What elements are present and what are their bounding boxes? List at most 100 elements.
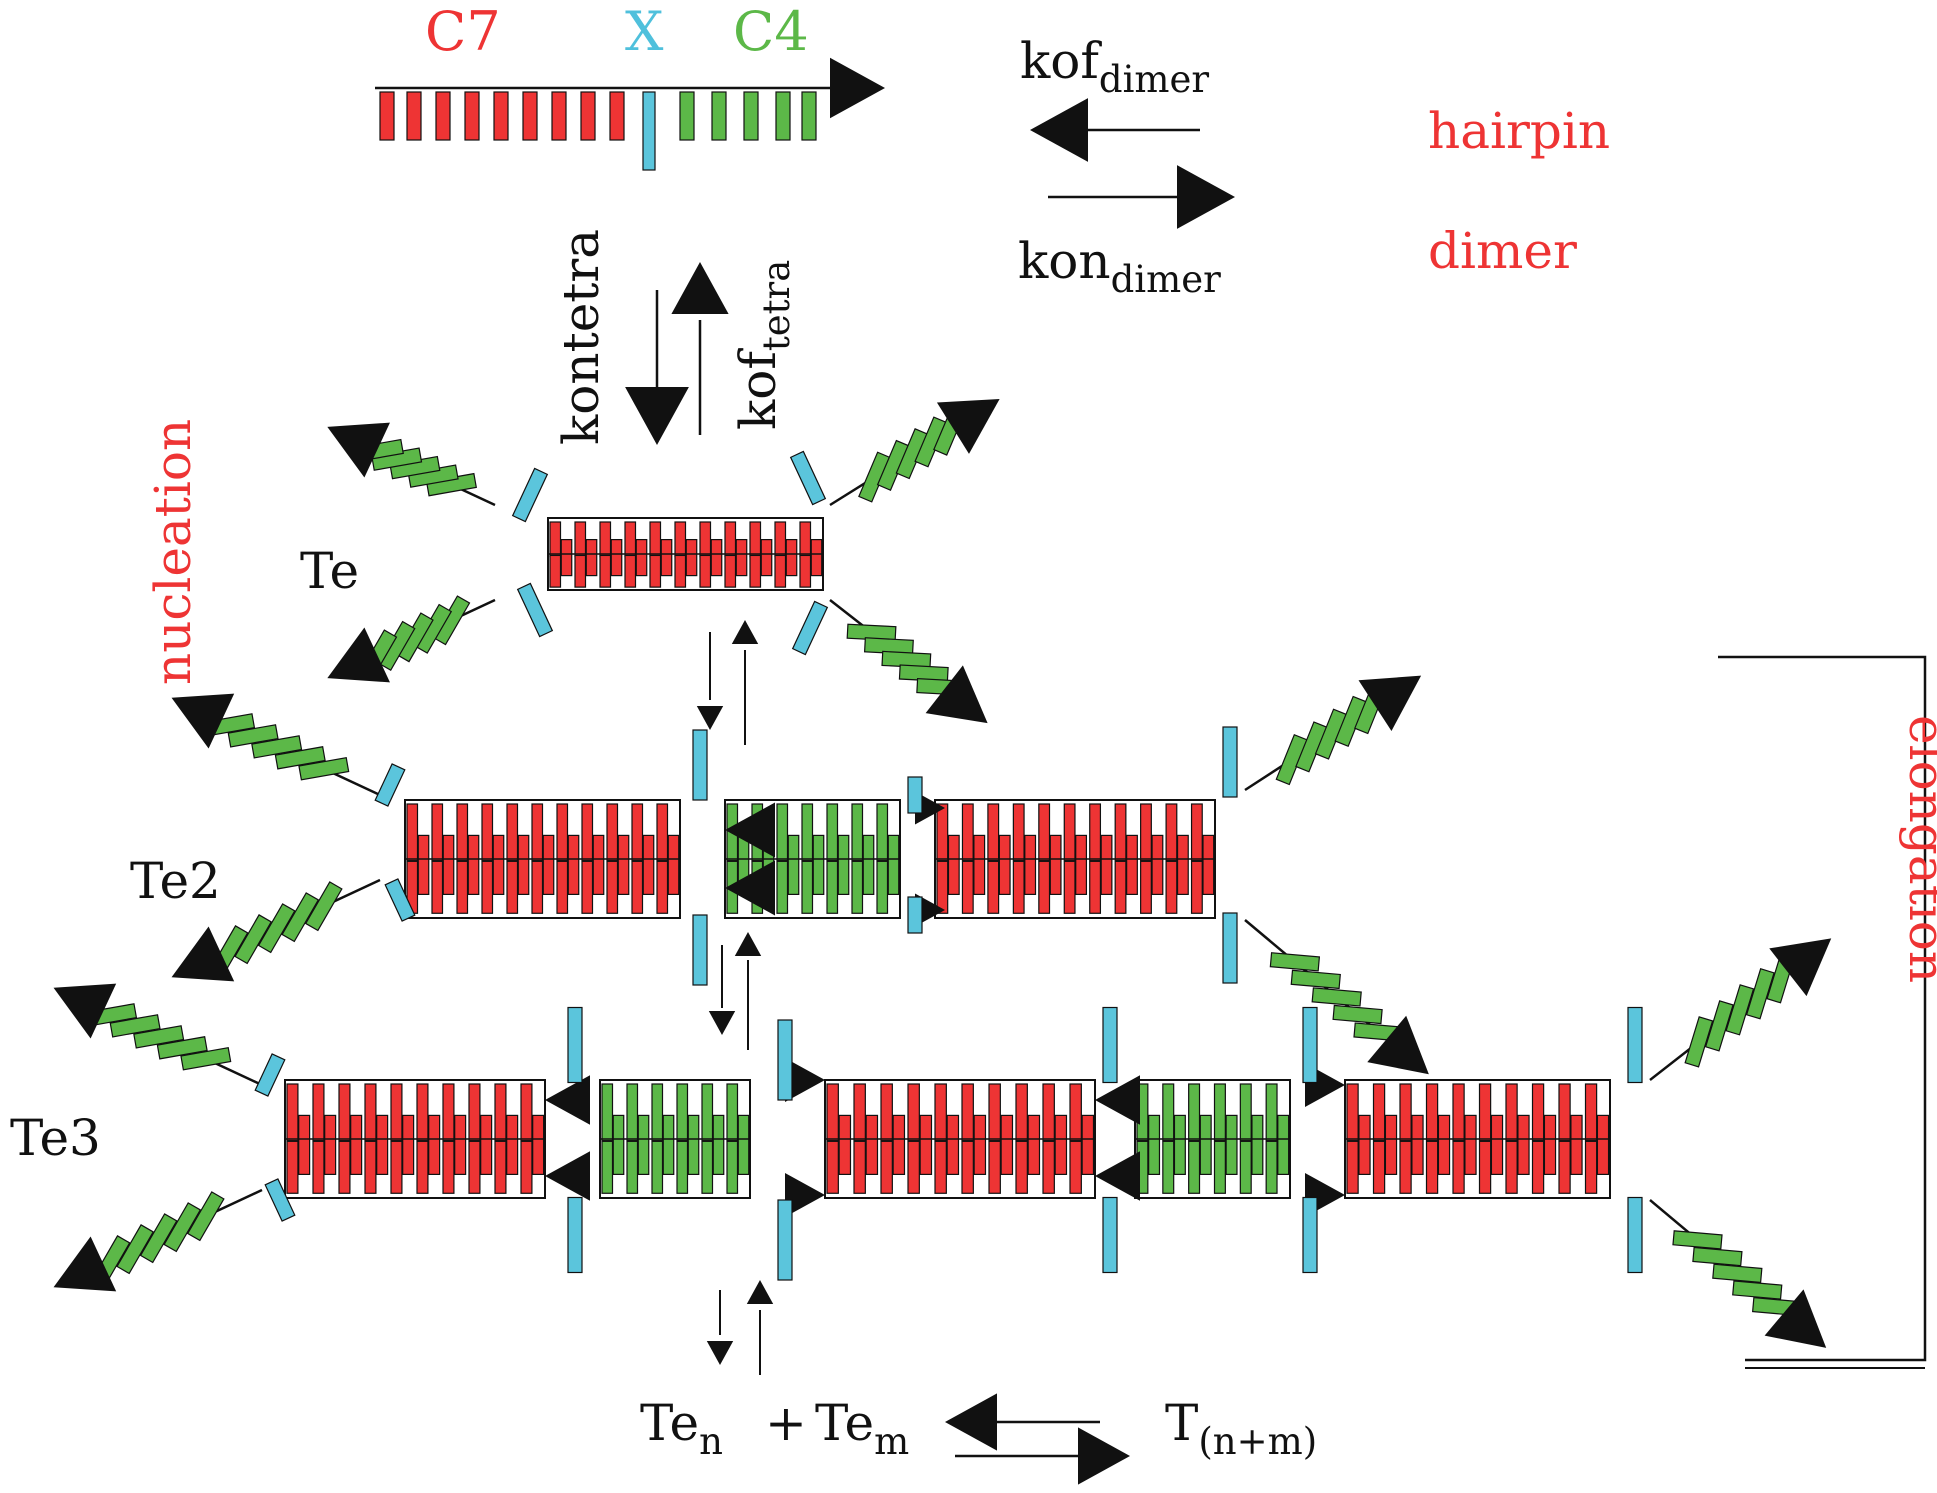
te3-core-3-segment <box>880 1083 893 1142</box>
te-core-segment <box>799 554 812 588</box>
te2-x-segment <box>692 914 708 986</box>
te3-core-5-segment <box>1478 1140 1492 1194</box>
kof-tetra-arrowhead <box>671 262 729 314</box>
te3-core-5-segment <box>1478 1083 1492 1142</box>
te2-core-left-segment <box>631 803 644 862</box>
te2-core-right-segment <box>1012 803 1025 862</box>
te2-inner-arrowhead <box>725 802 775 858</box>
te2-arm-upper-left-c4-segment <box>274 746 326 770</box>
te3-core-3-segment <box>853 1083 866 1142</box>
te3-core-2-segment <box>701 1140 714 1194</box>
te2-core-left-segment <box>556 803 569 862</box>
te3-core-4-segment <box>1162 1083 1175 1142</box>
te-core-segment <box>760 538 773 577</box>
te2-x-segment <box>1222 912 1238 984</box>
c4-segment <box>775 91 791 141</box>
te3-arm-upper-right <box>1649 952 1809 1081</box>
te2-arm-lower-left-c4-segment <box>304 881 343 932</box>
te3-x-segment <box>1302 1196 1318 1274</box>
te-core-segment <box>674 521 687 558</box>
te3-arm-lower-right <box>1649 1199 1805 1330</box>
te2-arm-lower-left-c4-segment <box>257 903 296 954</box>
te2-core-middle-segment <box>826 860 839 914</box>
te2-core-right <box>934 799 1216 919</box>
kon-tetra-arrowhead <box>625 387 689 445</box>
te2-core-right-segment <box>1190 803 1203 862</box>
c4-segment <box>679 91 695 141</box>
te2-core-right-segment <box>1202 834 1215 896</box>
te2-core-right-segment <box>973 834 986 896</box>
te3-core-4-segment <box>1265 1083 1278 1142</box>
te3-core-5-segment <box>1570 1114 1583 1176</box>
te3-core-1-segment <box>416 1140 429 1194</box>
te2-arm-upper-left-arrowhead <box>171 693 235 749</box>
te3-core-3-segment <box>1069 1083 1082 1142</box>
te3-core-5-segment <box>1558 1140 1571 1194</box>
te3-core-3-segment <box>934 1083 947 1142</box>
te3-core-2-segment <box>737 1114 750 1176</box>
te3-core-1-segment <box>376 1114 389 1176</box>
te3-x-segment <box>1102 1006 1118 1084</box>
c7-segment <box>609 91 625 141</box>
te2-core-left-segment <box>481 860 494 914</box>
te2-arm-lower-left-arrowhead <box>171 926 235 982</box>
te-arm-lower-left <box>353 595 496 680</box>
te3-arm-upper-right-c4-segment <box>1684 1016 1714 1068</box>
te2-core-left-segment <box>642 834 655 896</box>
te2-core-left-segment <box>656 803 669 862</box>
te2-core-right-segment <box>1114 803 1127 862</box>
te3-arm-lower-right-c4-segment <box>1712 1263 1763 1283</box>
te2-core-middle-segment <box>876 803 889 862</box>
te3-core-1-segment <box>520 1140 533 1194</box>
te3-core-1-segment <box>338 1083 351 1142</box>
te3-core-2-segment <box>687 1114 700 1176</box>
te3-core-4-segment <box>1225 1114 1238 1176</box>
te2-core-left-segment <box>631 860 644 914</box>
te3-core-4-segment <box>1213 1140 1226 1194</box>
te3-core-4-segment <box>1277 1114 1290 1176</box>
c4-segment <box>801 91 817 141</box>
te-arm-lower-right <box>829 599 967 706</box>
te2-arm-lower-right <box>1244 919 1407 1056</box>
c4-label: C4 <box>733 0 809 63</box>
te3-core-5-segment <box>1425 1140 1439 1194</box>
te3-inner-arrowhead <box>1095 1075 1140 1125</box>
te3-core-4 <box>1134 1079 1291 1199</box>
te3-core-1-segment <box>390 1140 403 1194</box>
te2-core-middle-segment <box>801 860 814 914</box>
te3-core-4-segment <box>1251 1114 1264 1176</box>
kon-tetra-label: kontetra <box>552 229 610 445</box>
te3-x-segment <box>567 1196 583 1274</box>
te2-arm-upper-right-arrowhead <box>1358 675 1422 731</box>
te3-core-5-segment <box>1596 1114 1610 1176</box>
te2-core-middle-segment <box>776 860 789 914</box>
te2-core-left-segment <box>506 860 519 914</box>
nucleation-label: nucleation <box>144 419 202 685</box>
te-x-segment <box>511 467 549 523</box>
te-core-segment <box>749 554 762 588</box>
te2-core-left-segment <box>431 860 444 914</box>
te3-core-4-segment <box>1213 1083 1226 1142</box>
te2-core-right-segment <box>1114 860 1127 914</box>
te3-arm-upper-left-c4-segment <box>109 1014 161 1038</box>
te3-core-2 <box>599 1079 751 1199</box>
te3-core-1-segment <box>494 1140 507 1194</box>
te3-core-3-segment <box>1000 1114 1014 1176</box>
te2-core-right-segment <box>1140 860 1152 914</box>
te3-inner-arrowhead <box>1095 1151 1140 1201</box>
te3-core-3-segment <box>865 1114 879 1176</box>
te3-core-1-segment <box>532 1114 545 1176</box>
te3-core-3-segment <box>1069 1140 1082 1194</box>
te2-core-right-segment <box>961 860 974 914</box>
te3-core-3-segment <box>838 1114 852 1176</box>
te3-x-segment <box>1627 1196 1643 1274</box>
hairpin-arrowhead <box>830 57 885 119</box>
te2-label: Te2 <box>130 852 221 910</box>
te-arm-lower-left-arrowhead <box>327 627 390 683</box>
te-x-segment <box>791 600 829 656</box>
kon-dimer-label: kondimer <box>1018 232 1221 301</box>
te3-core-3-segment <box>946 1114 960 1176</box>
te3-core-4-segment <box>1265 1140 1278 1194</box>
te3-core-3-segment <box>988 1140 1001 1194</box>
te-core-segment <box>660 538 673 577</box>
